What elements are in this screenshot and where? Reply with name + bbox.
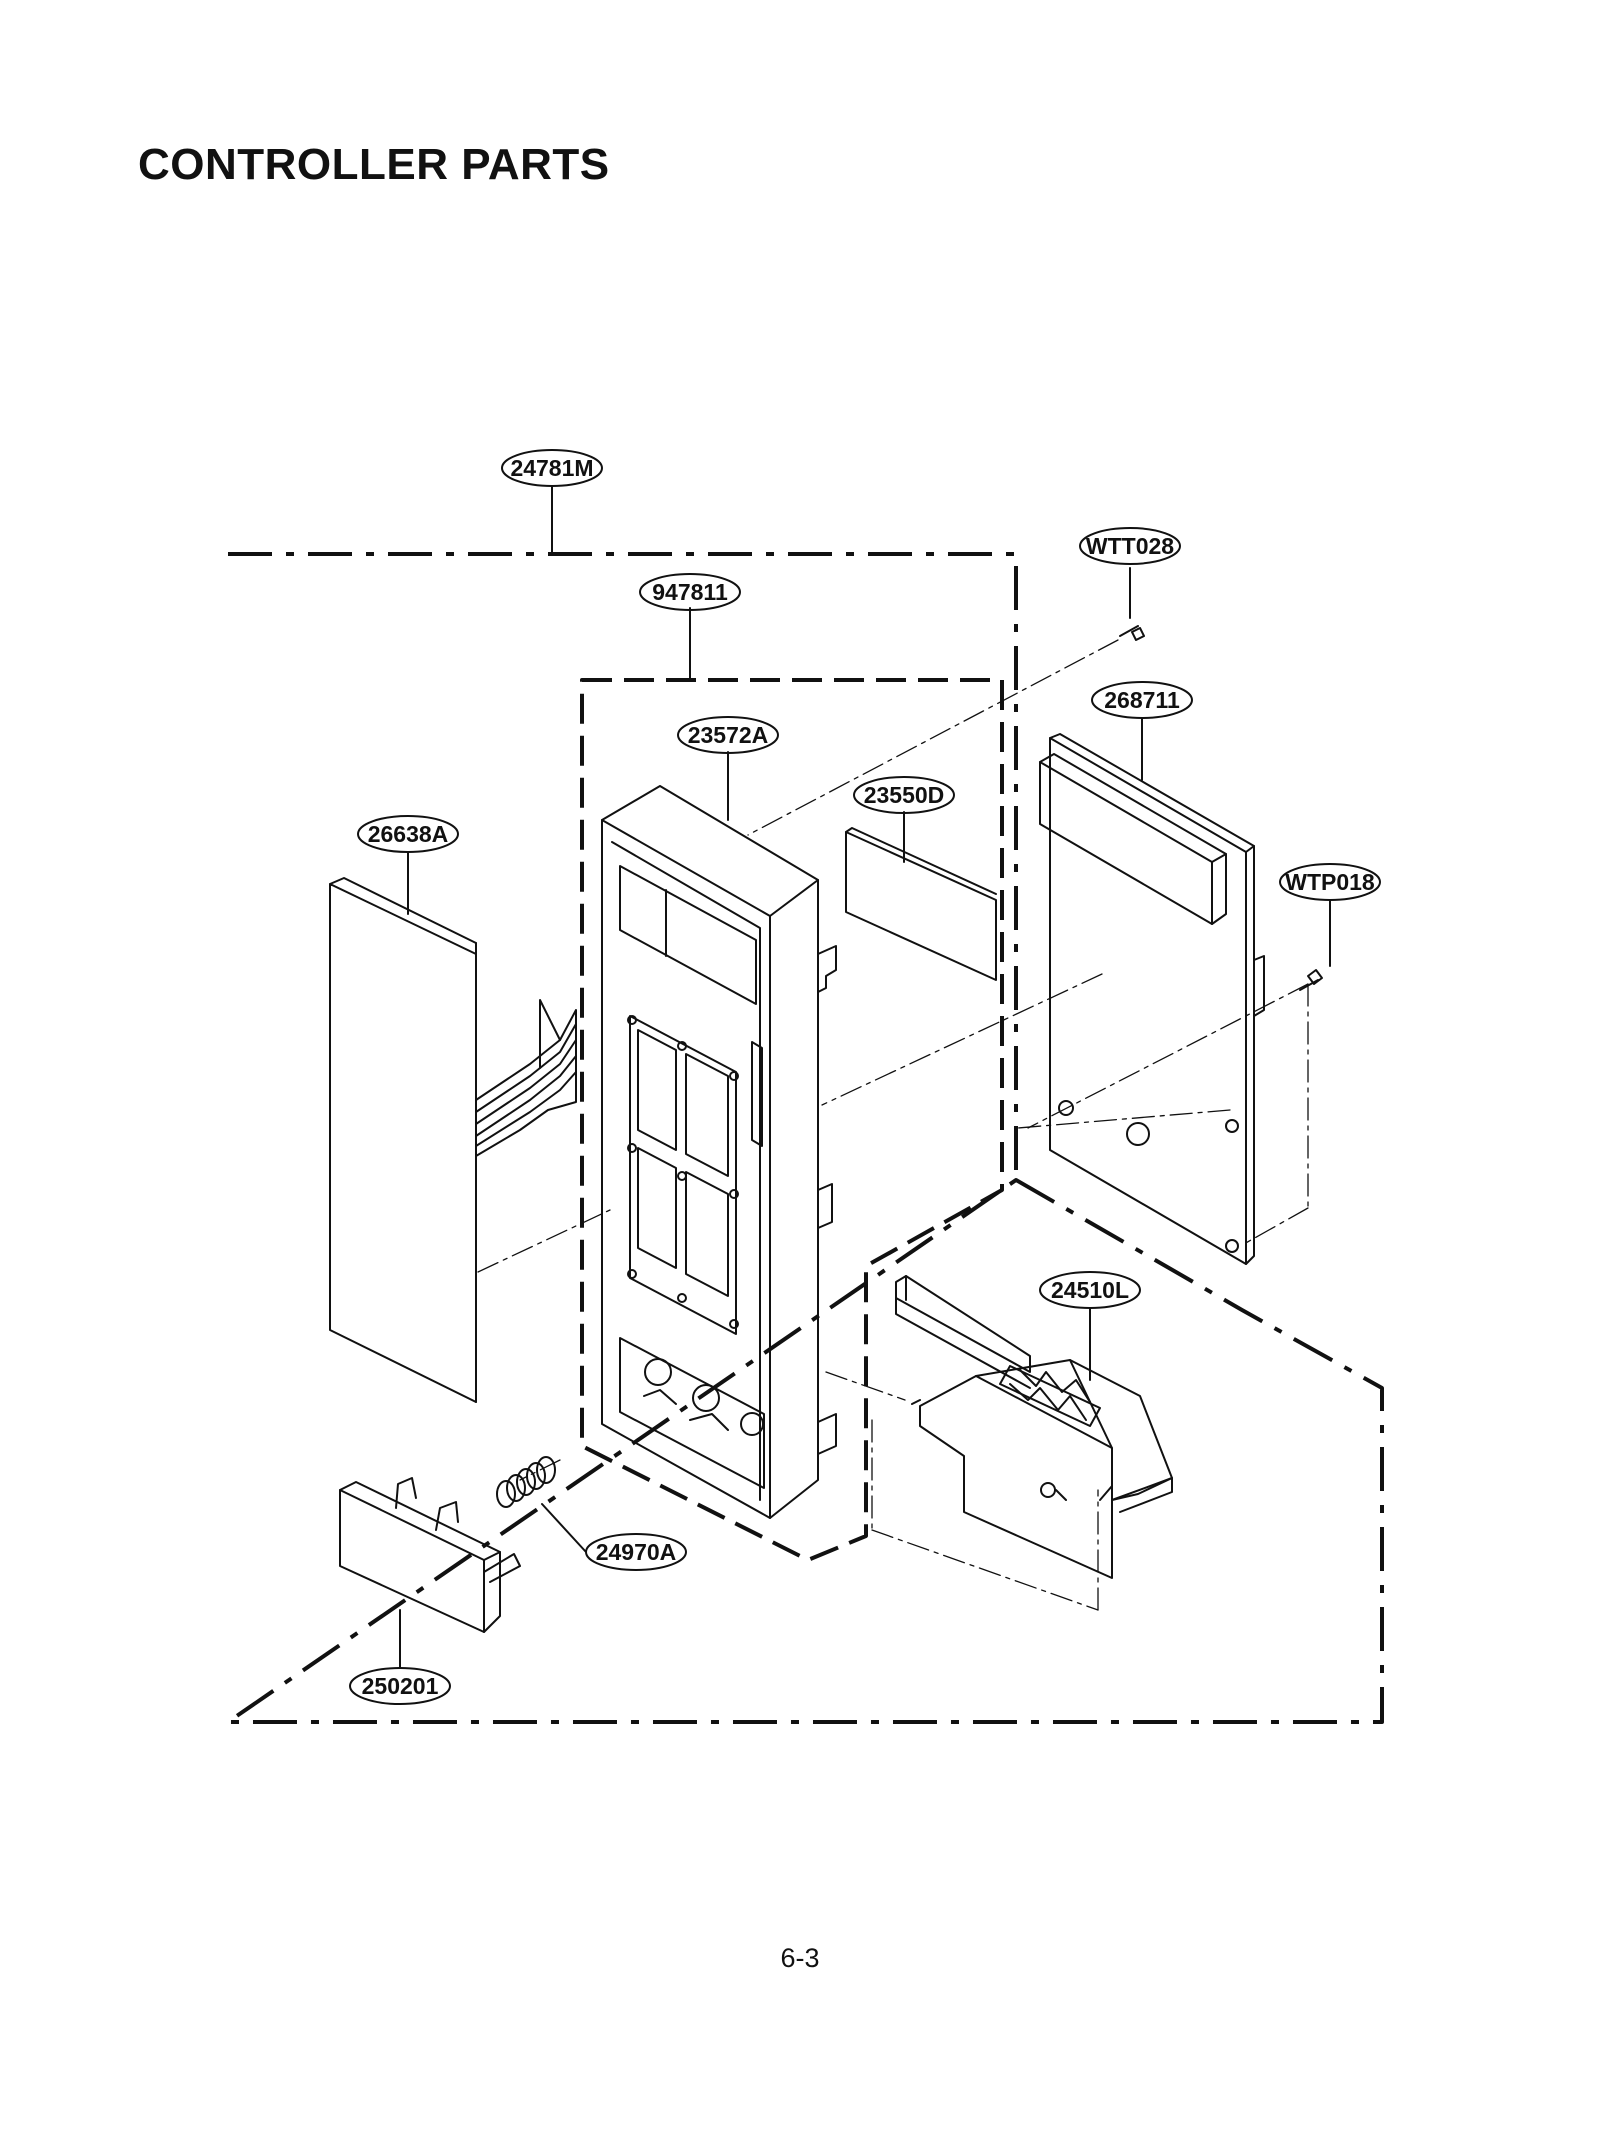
keypad-grid: [627, 1015, 739, 1335]
screw-wtp018: [1299, 969, 1323, 991]
label-WTT028: WTT028: [1079, 527, 1181, 565]
svg-text:24970A: 24970A: [596, 1539, 677, 1565]
label-947811: 947811: [639, 573, 741, 611]
latch-lever-assembly: [895, 1275, 1173, 1579]
svg-text:947811: 947811: [652, 579, 728, 605]
push-button: [339, 1477, 521, 1633]
svg-text:250201: 250201: [362, 1673, 439, 1699]
label-WTP018: WTP018: [1279, 863, 1381, 901]
label-24781M: 24781M: [501, 449, 603, 487]
control-panel-frame: [601, 785, 837, 1519]
label-26638A: 26638A: [357, 815, 459, 853]
label-250201: 250201: [349, 1667, 451, 1705]
label-24970A: 24970A: [585, 1533, 687, 1571]
label-24510L: 24510L: [1039, 1271, 1141, 1309]
label-268711: 268711: [1091, 681, 1193, 719]
svg-text:268711: 268711: [1104, 687, 1180, 713]
page-number: 6-3: [780, 1943, 820, 1973]
page-title: CONTROLLER PARTS: [138, 140, 610, 189]
svg-text:24781M: 24781M: [510, 455, 593, 481]
assembly-lines: [477, 639, 1309, 1611]
svg-text:WTP018: WTP018: [1285, 869, 1375, 895]
display-window-sheet: [845, 827, 997, 981]
label-23550D: 23550D: [853, 776, 955, 814]
svg-text:23550D: 23550D: [864, 782, 945, 808]
svg-text:23572A: 23572A: [688, 722, 769, 748]
leader-lines: [399, 485, 1331, 1669]
spring: [496, 1456, 556, 1508]
membrane-switch-sheet: [329, 877, 577, 1403]
part-labels: 24781M 947811 WTT028 268711 23572A 23550…: [349, 449, 1381, 1705]
screw-wtt028: [1119, 625, 1145, 641]
svg-text:24510L: 24510L: [1051, 1277, 1129, 1303]
svg-text:WTT028: WTT028: [1086, 533, 1174, 559]
label-23572A: 23572A: [677, 716, 779, 754]
outer-assembly-boundary: [226, 552, 1384, 1724]
svg-text:26638A: 26638A: [368, 821, 449, 847]
assembly-boundaries: [226, 552, 1384, 1724]
pcb-assembly: [1039, 733, 1265, 1265]
inner-assembly-boundary: [580, 678, 1004, 1562]
